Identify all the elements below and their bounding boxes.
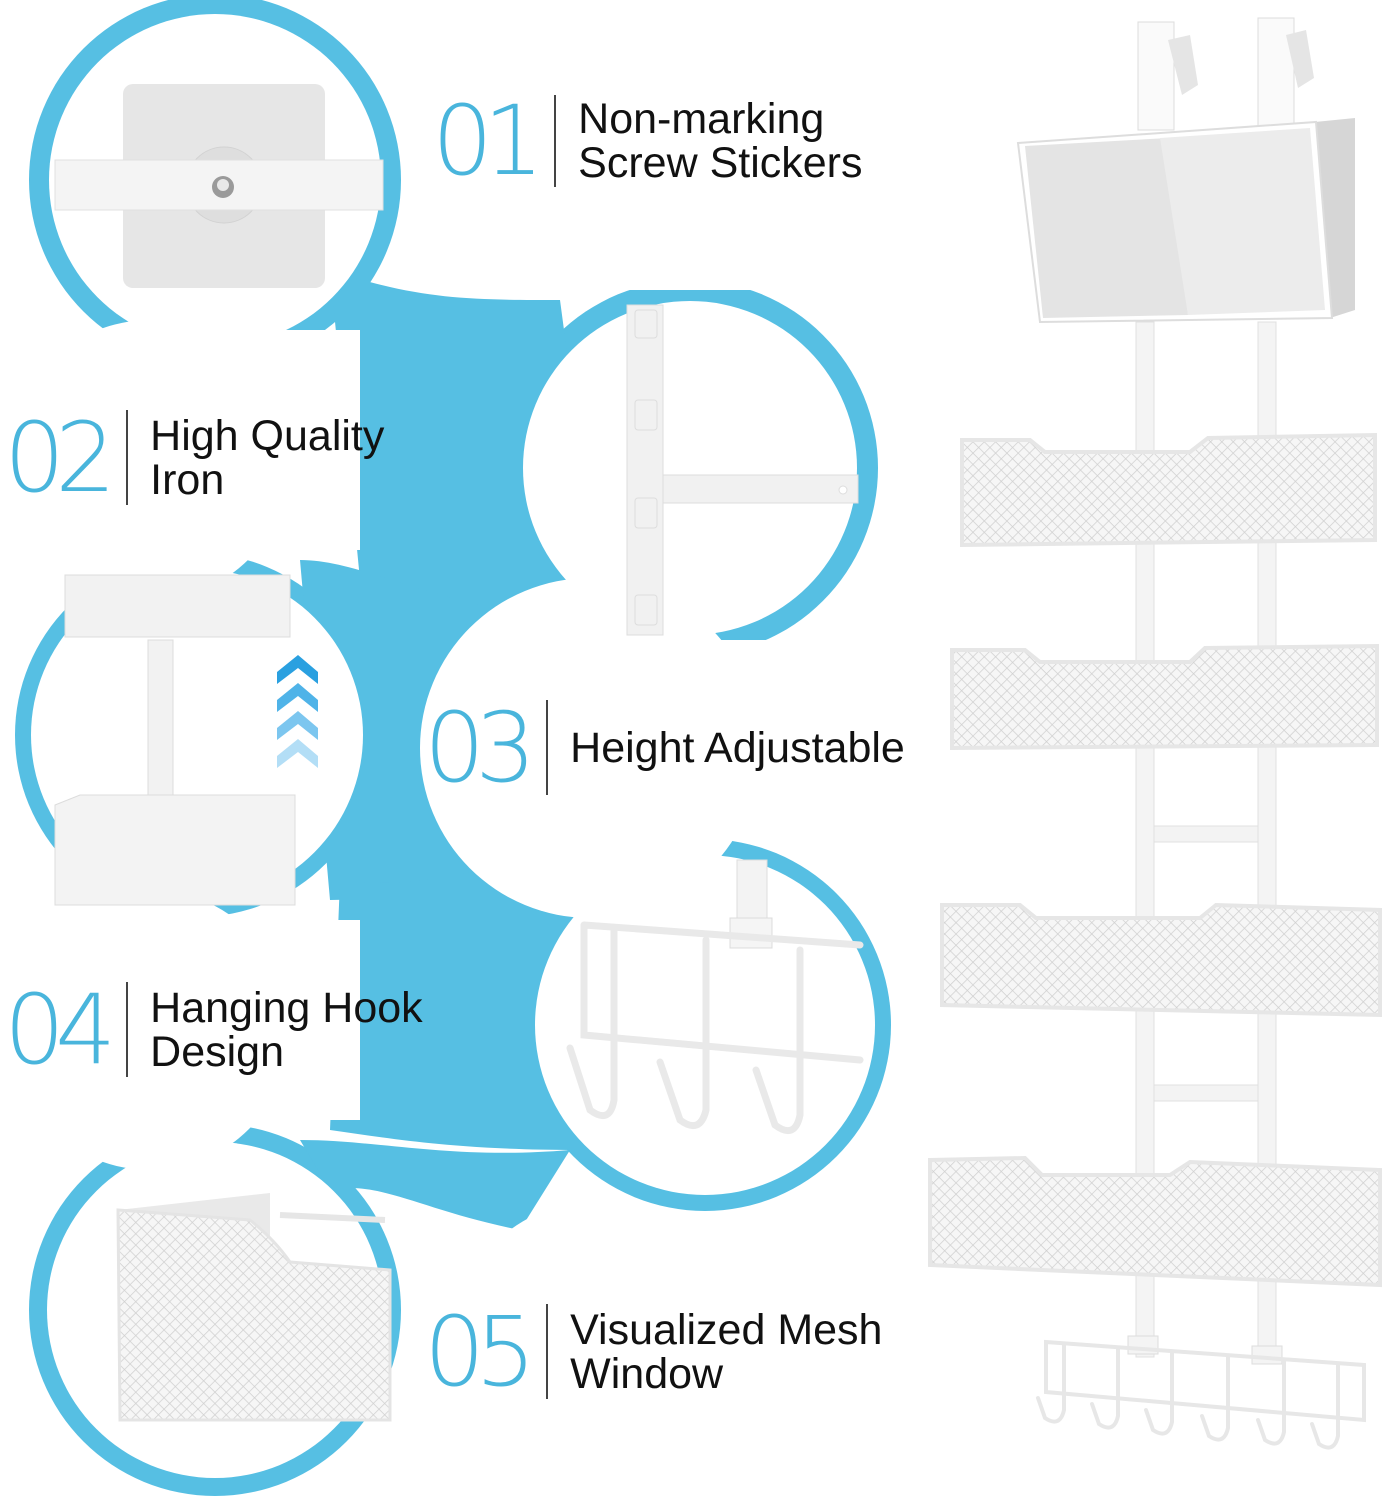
basket-3 xyxy=(940,902,1382,1018)
divider xyxy=(554,95,557,187)
adjustable-shelf-closeup xyxy=(54,574,296,906)
feature-04: 04 Hanging Hook Design xyxy=(4,973,423,1086)
feature-label: High Quality Iron xyxy=(150,411,385,504)
basket-1 xyxy=(960,432,1377,548)
feature-label: Hanging Hook Design xyxy=(150,983,423,1076)
feature-05: 05 Visualized Mesh Window xyxy=(424,1295,883,1408)
divider xyxy=(546,1304,549,1399)
feature-03: 03 Height Adjustable xyxy=(424,691,905,804)
feature-02: 02 High Quality Iron xyxy=(4,401,385,514)
divider xyxy=(126,982,129,1077)
hook-closeup xyxy=(566,859,864,1135)
feature-number: 03 xyxy=(424,691,536,804)
feature-label: Height Adjustable xyxy=(570,723,905,772)
basket-4 xyxy=(928,1155,1382,1288)
mirror xyxy=(1016,118,1355,324)
feature-label: Visualized Mesh Window xyxy=(570,1305,883,1398)
feature-number: 04 xyxy=(4,973,116,1086)
up-chevrons-icon xyxy=(277,655,318,768)
feature-number: 01 xyxy=(432,85,544,197)
text-bubbles xyxy=(0,0,940,1500)
feature-number: 02 xyxy=(4,401,116,514)
divider xyxy=(546,700,549,795)
mesh-basket-closeup xyxy=(116,1193,392,1422)
feature-number: 05 xyxy=(424,1295,536,1408)
product-rack xyxy=(928,17,1382,1450)
iron-frame-closeup xyxy=(626,304,859,636)
feature-01: 01 Non-marking Screw Stickers xyxy=(432,85,863,197)
basket-2 xyxy=(950,643,1379,751)
screw-sticker-closeup xyxy=(54,84,384,288)
bottom-hook-rail xyxy=(1036,1335,1366,1450)
feature-label: Non-marking Screw Stickers xyxy=(578,95,863,187)
divider xyxy=(126,410,129,505)
